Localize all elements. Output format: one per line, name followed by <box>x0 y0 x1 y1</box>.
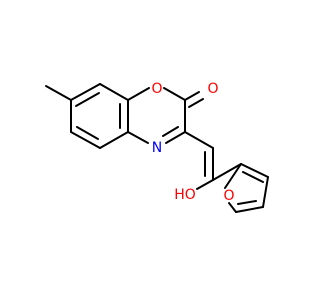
bond-methyl <box>45 85 72 101</box>
bond-enol-oh <box>196 179 214 190</box>
bond-c3-n4 <box>165 131 186 144</box>
bond-c3-n4-double <box>162 126 179 137</box>
bond-benzo-1 <box>70 83 101 101</box>
bond-benzo-1-inner <box>75 92 100 107</box>
bond-furan-c2-c3-inner <box>242 171 264 183</box>
atom-label-hydroxyl: HO <box>174 187 196 203</box>
bond-furan-c4-c5-inner <box>237 200 257 205</box>
bond-furan-c3-c4 <box>262 176 269 208</box>
bond-c3-vinyl <box>184 131 214 149</box>
bond-c8a-o1 <box>127 87 150 101</box>
atom-label-carbonyl-oxygen: O <box>207 81 218 97</box>
molecule-drawing: O O N HO O <box>45 81 269 213</box>
bond-n4-c4a <box>127 131 149 144</box>
bond-benzo-2 <box>99 83 129 101</box>
atom-label-nitrogen: N <box>152 140 162 156</box>
bond-benzo-5-inner <box>76 126 99 140</box>
structure-canvas: O O N HO O <box>45 81 269 213</box>
atom-label-ring-oxygen: O <box>151 81 162 97</box>
atom-label-furan-oxygen: O <box>223 188 234 204</box>
bond-furan-c2-c3 <box>240 163 269 178</box>
bond-benzo-5 <box>70 131 101 149</box>
bond-furan-c4-c5 <box>235 206 264 213</box>
bond-benzo-4 <box>99 131 129 149</box>
bond-layer <box>45 83 269 213</box>
bond-c2-o <box>184 91 200 101</box>
bond-furan-c5-o <box>228 202 237 213</box>
bond-o1-c2 <box>163 87 186 101</box>
bond-furan-o-c2 <box>224 163 242 189</box>
bond-c2-o-double <box>188 98 204 108</box>
bond-enol-furan <box>212 163 242 181</box>
